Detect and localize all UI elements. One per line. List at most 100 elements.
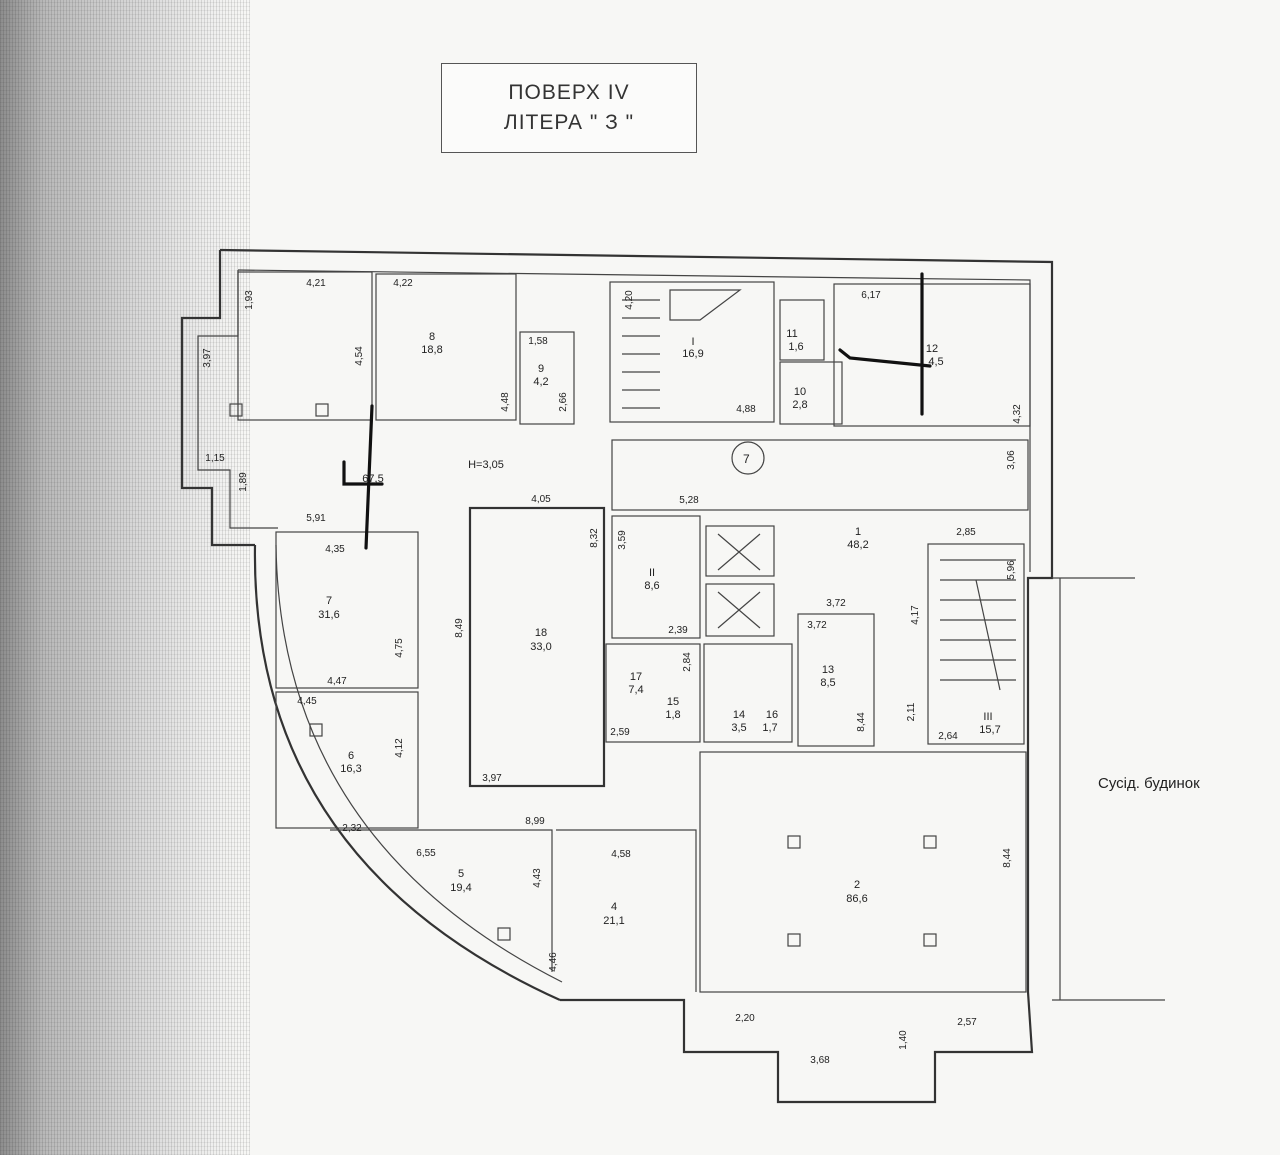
room-1-area: 48,2 <box>847 539 868 551</box>
outer-wall-inner <box>237 269 1031 572</box>
elevator-1-cross <box>717 533 761 571</box>
dim-label: 8,49 <box>454 618 465 638</box>
columns <box>229 403 937 947</box>
dim-label: 1,89 <box>238 472 249 492</box>
room-7-area: 31,6 <box>318 609 339 621</box>
dim-label: 2,84 <box>682 652 693 672</box>
neighbor-building-label: Сусід. будинок <box>1098 775 1200 792</box>
dim-label: 4,58 <box>611 849 631 860</box>
room-II-area: 8,6 <box>644 580 659 592</box>
room-17-area: 7,4 <box>628 684 643 696</box>
room-2-num: 2 <box>854 879 860 891</box>
dim-label: 2,39 <box>668 625 688 636</box>
room-10-area: 2,8 <box>792 399 807 411</box>
dim-label: 4,47 <box>327 676 347 687</box>
curved-facade-outer <box>253 544 561 1002</box>
staircase-I-steps <box>622 289 742 409</box>
dim-label: 3,97 <box>202 348 213 368</box>
dim-label: 4,43 <box>532 868 543 888</box>
room-4-num: 4 <box>611 901 617 913</box>
dim-label: 5,91 <box>306 513 326 524</box>
room-outline-1 <box>611 439 1029 511</box>
hand-drawn-mark-right <box>838 272 932 416</box>
dim-label: 8,99 <box>525 816 545 827</box>
dim-label: 4,22 <box>393 278 413 289</box>
dimension-labels: 4,21 4,22 1,93 3,97 4,54 4,48 1,15 1,89 … <box>202 278 1023 1066</box>
dim-label: 2,85 <box>956 527 976 538</box>
dim-label: 4,46 <box>548 952 559 972</box>
room-15-area: 1,8 <box>665 709 680 721</box>
room-16-area: 1,7 <box>762 722 777 734</box>
room-outline-10 <box>779 361 843 425</box>
room-4-area: 21,1 <box>603 915 624 927</box>
room-18-area: 33,0 <box>530 641 551 653</box>
room-I-num: I <box>691 336 694 348</box>
west-wall <box>180 250 255 547</box>
dim-label: 4,20 <box>624 290 635 310</box>
room-11-area: 1,6 <box>788 341 803 353</box>
dim-label: 1,58 <box>528 336 548 347</box>
dim-label: 3,97 <box>482 773 502 784</box>
dim-label: 2,20 <box>735 1013 755 1024</box>
room-5-area: 19,4 <box>450 882 471 894</box>
room-III-num: III <box>983 711 992 723</box>
room-17-num: 17 <box>630 671 642 683</box>
curved-facade-inner <box>275 544 563 983</box>
dim-label: 4,88 <box>736 404 756 415</box>
dim-label: 4,12 <box>394 738 405 758</box>
room-9-num: 9 <box>538 363 544 375</box>
room-outline-13 <box>797 613 875 747</box>
room-9-area: 4,2 <box>533 376 548 388</box>
dim-label: 4,54 <box>354 346 365 366</box>
dim-label: 2,32 <box>342 823 362 834</box>
scan-shadow-edge <box>0 0 250 1155</box>
dim-label: 8,32 <box>589 528 600 548</box>
room-outline-stair-I <box>609 281 775 423</box>
room-16-num: 16 <box>766 709 778 721</box>
room-I-area: 16,9 <box>682 348 703 360</box>
dim-label: 4,48 <box>500 392 511 412</box>
room-outline-west <box>237 271 373 421</box>
dim-label: 3,72 <box>826 598 846 609</box>
dim-label: 4,35 <box>325 544 345 555</box>
hand-drawn-mark-left <box>342 404 384 550</box>
dim-label: 4,17 <box>910 605 921 625</box>
room-14-num: 14 <box>733 709 745 721</box>
room-10-num: 10 <box>794 386 806 398</box>
dim-label: 8,44 <box>856 712 867 732</box>
room-outline-wc <box>703 643 793 743</box>
floor-number-label: ПОВЕРХ IV <box>508 81 630 104</box>
dim-label: 4,21 <box>306 278 326 289</box>
dim-label: 4,32 <box>1012 404 1023 424</box>
room-outline-II <box>611 515 701 639</box>
dim-label: 4,75 <box>394 638 405 658</box>
corridor-area: 67,5 <box>362 473 383 485</box>
dim-label: 3,72 <box>807 620 827 631</box>
room-6-area: 16,3 <box>340 763 361 775</box>
dim-label: 1,40 <box>898 1030 909 1050</box>
room-1-num: 1 <box>855 526 861 538</box>
elevator-2 <box>705 583 775 637</box>
dim-label: 2,11 <box>906 702 917 721</box>
room-7-num: 7 <box>326 595 332 607</box>
dim-label: 3,59 <box>617 530 628 550</box>
room-13-area: 8,5 <box>820 677 835 689</box>
room-outline-17 <box>605 643 701 743</box>
room-outline-7 <box>275 531 419 689</box>
floor-title-box: ПОВЕРХ IV ЛІТЕРА " З " <box>441 63 697 153</box>
room-outline-9 <box>519 331 575 425</box>
room-outline-5 <box>330 829 553 972</box>
room-8-num: 8 <box>429 331 435 343</box>
elevator-2-cross <box>717 591 761 629</box>
dim-label: 4,45 <box>297 696 317 707</box>
room-labels: 8 18,8 9 4,2 I 16,9 11 1,6 10 2,8 12 4,5… <box>318 328 1000 927</box>
room-outline-6 <box>275 691 419 829</box>
room-outline-12 <box>833 283 1031 427</box>
ceiling-height: Н=3,05 <box>468 459 504 471</box>
marker-circle <box>731 441 765 475</box>
room-8-area: 18,8 <box>421 344 442 356</box>
room-outline-2 <box>699 751 1027 993</box>
dim-label: 2,57 <box>957 1017 977 1028</box>
dim-label: 2,59 <box>610 727 630 738</box>
